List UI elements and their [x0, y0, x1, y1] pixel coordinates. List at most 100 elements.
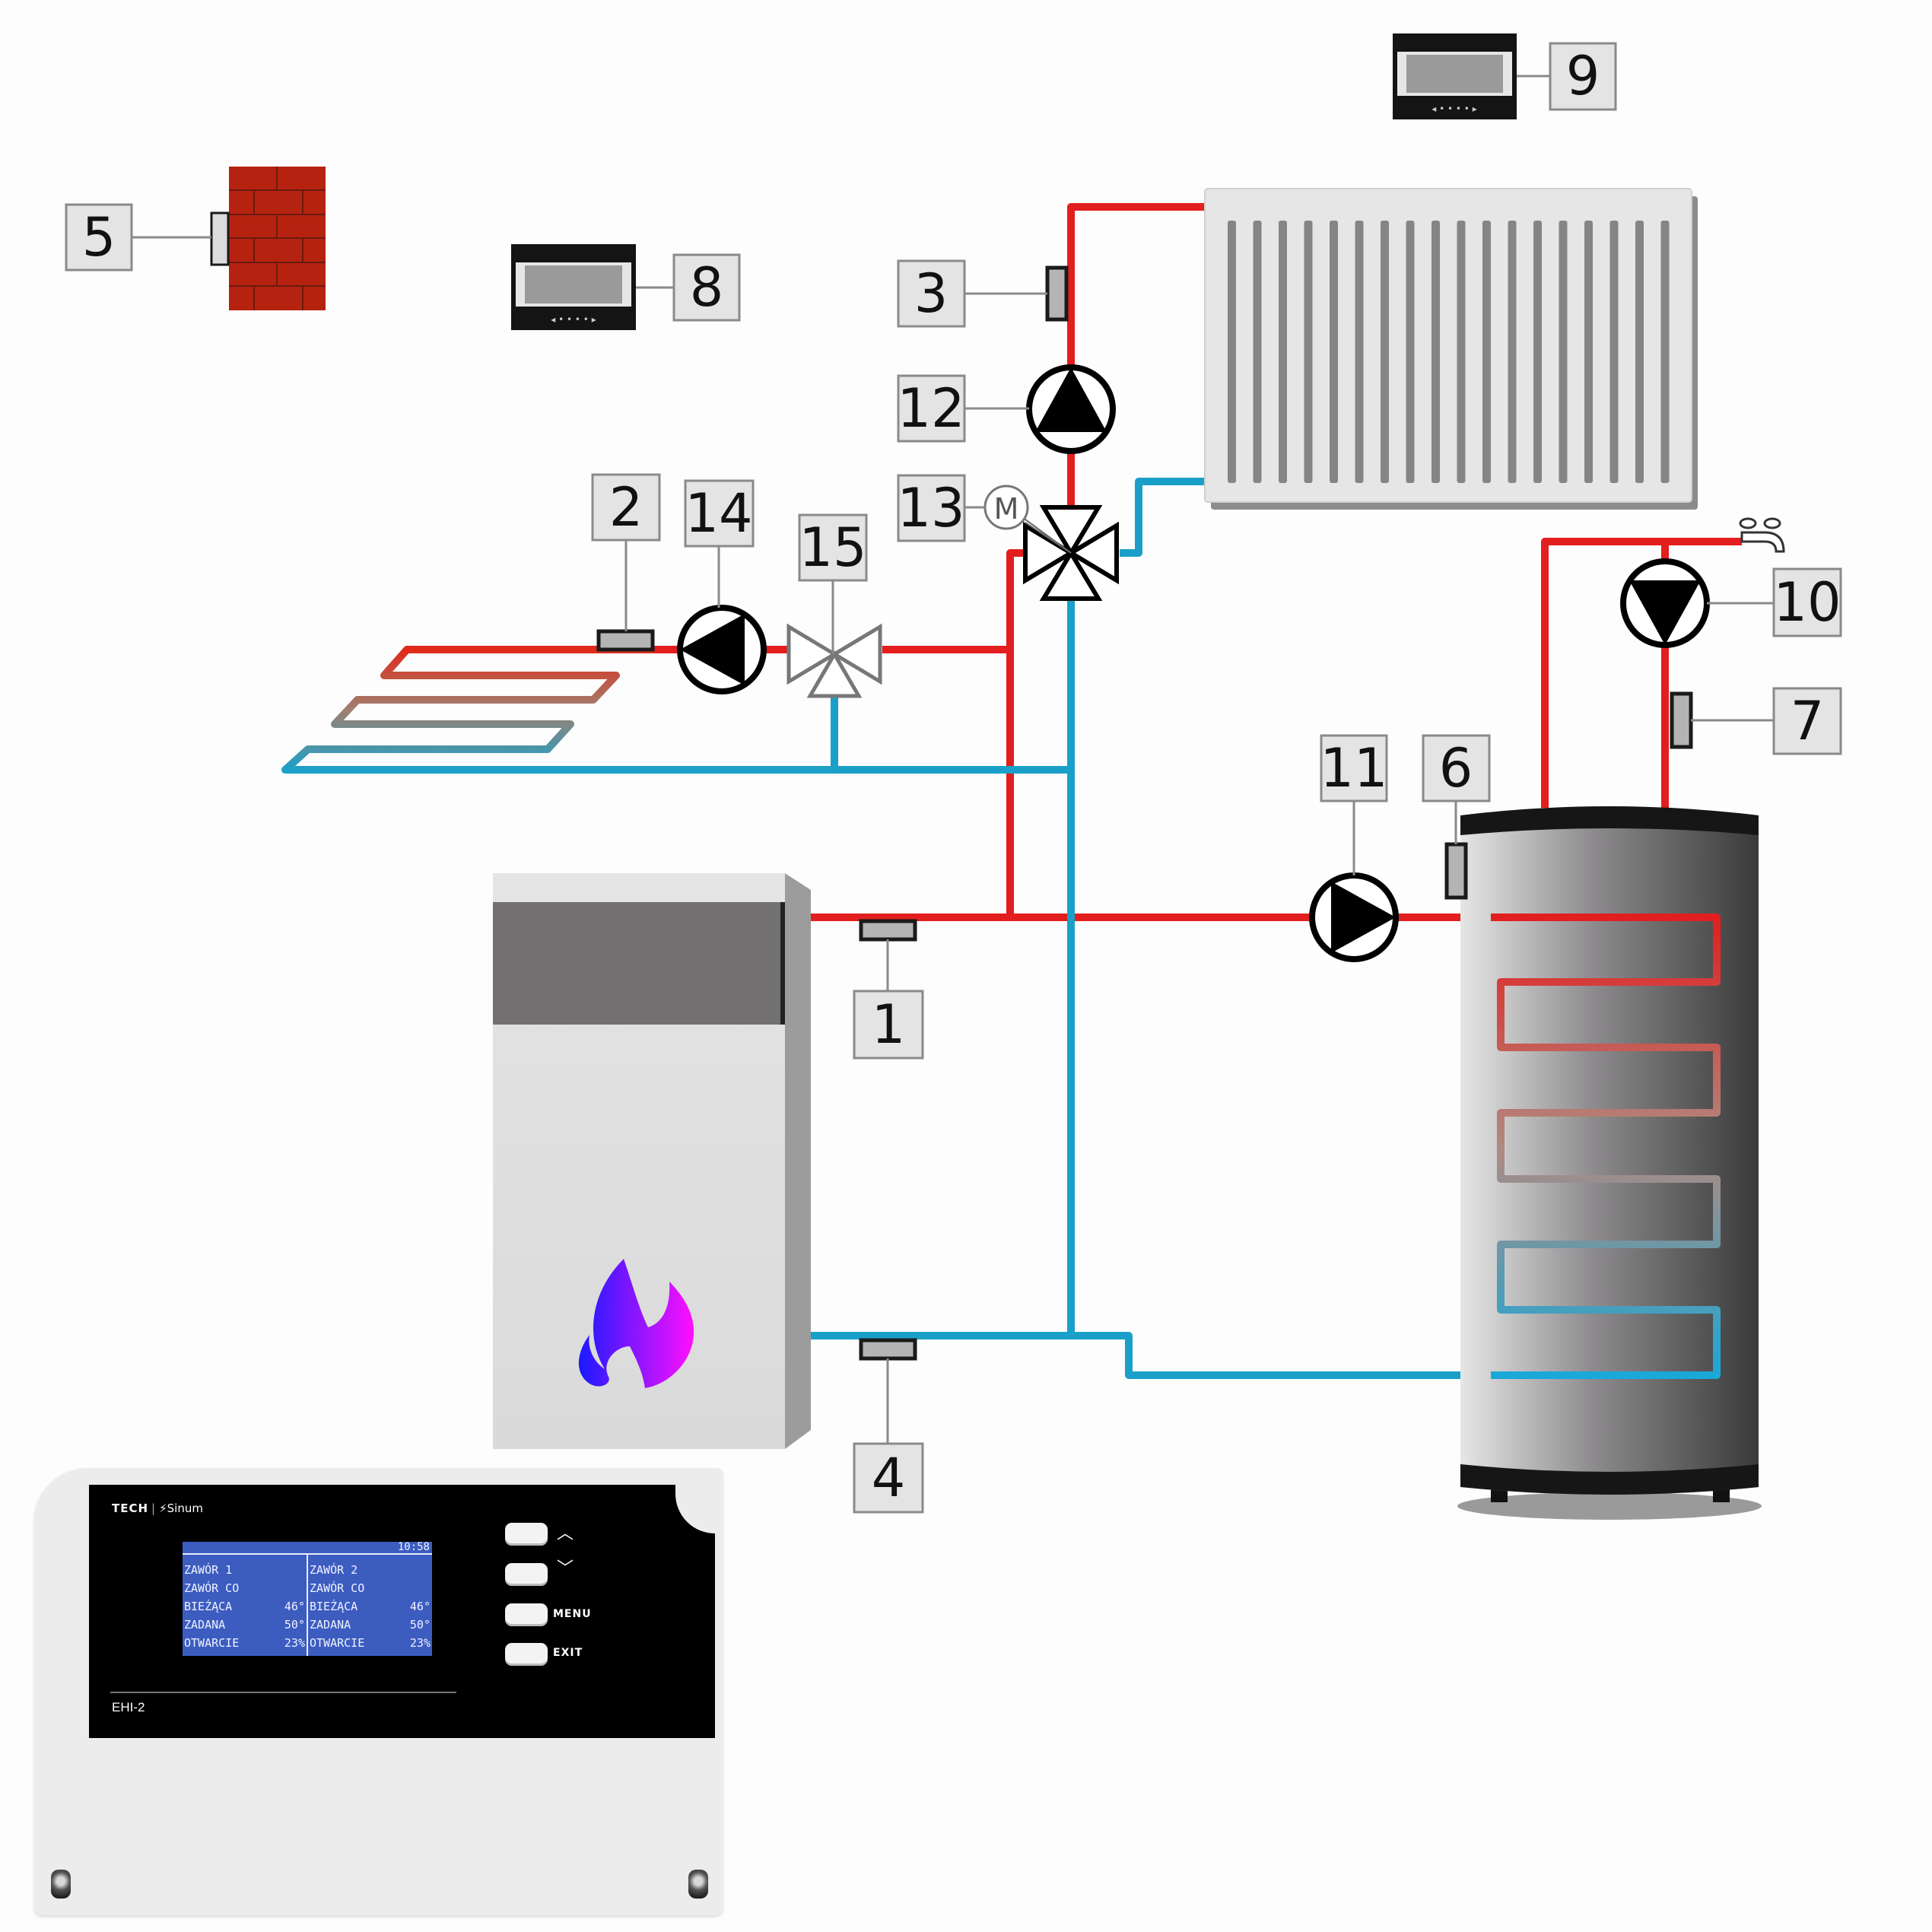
radiator-fin: [1279, 221, 1287, 483]
radiator-return-pipe: [1120, 478, 1205, 557]
lcd-row: ZAWÓR CO: [310, 1581, 365, 1595]
radiator: [1204, 188, 1698, 510]
sensor-1: [859, 919, 917, 942]
up-button[interactable]: [505, 1523, 548, 1546]
svg-text:12: 12: [897, 377, 964, 440]
screw-icon: [51, 1870, 71, 1899]
lcd-clock: 10:58: [183, 1542, 432, 1555]
floor-heating-coil: [281, 646, 834, 774]
menu-button[interactable]: [505, 1603, 548, 1626]
chevron-down-icon: ﹀: [557, 1559, 574, 1578]
radiator-fin: [1533, 221, 1542, 483]
exit-button[interactable]: [505, 1643, 548, 1666]
exit-label: EXIT: [553, 1647, 583, 1659]
hot-water-tank: [1457, 806, 1762, 1520]
sensor-3: [1045, 265, 1069, 322]
valve-13: [1018, 505, 1119, 601]
dhw-outlet-pipe: [1541, 538, 1742, 808]
label-5: 5: [65, 203, 133, 272]
label-11: 11: [1320, 734, 1388, 802]
radiator-fin: [1635, 221, 1644, 483]
svg-text:◂ • • • • ▸: ◂ • • • • ▸: [551, 314, 596, 325]
room-regulator-8: ◂ • • • • ▸: [511, 244, 674, 330]
radiator-fin: [1406, 221, 1415, 483]
svg-text:13: 13: [897, 477, 964, 539]
radiator-fin: [1304, 221, 1313, 483]
lcd-row: ZAWÓR 2: [310, 1563, 358, 1577]
riser-pipe: [1006, 549, 1025, 917]
svg-text:15: 15: [799, 516, 866, 579]
boiler: [493, 873, 811, 1449]
label-1: 1: [853, 990, 924, 1060]
ehi-2-controller: TECH|⚡Sinum 10:58 ZAWÓR 1 ZAWÓR CO BIEŻĄ…: [34, 1468, 723, 1915]
pump-12: [1026, 364, 1116, 454]
radiator-fin: [1355, 221, 1364, 483]
number-labels: 1 2 3 4 5 6 7 8 9 10 11 12 13 14 15: [65, 42, 1842, 1514]
svg-text:1: 1: [872, 993, 906, 1056]
flame-icon: [578, 1259, 694, 1388]
label-12: 12: [897, 374, 966, 443]
tank-coil: [1491, 914, 1721, 1379]
lcd-row: ZAWÓR CO: [184, 1581, 240, 1595]
svg-text:11: 11: [1320, 737, 1387, 799]
radiator-fin: [1660, 221, 1670, 483]
radiator-fin: [1381, 221, 1389, 483]
boiler-return-pipe: [811, 1332, 1502, 1379]
outdoor-wall: [132, 167, 326, 310]
label-15: 15: [798, 513, 868, 582]
svg-text:5: 5: [82, 206, 116, 269]
pump-11: [1309, 872, 1399, 962]
pump-14: [677, 605, 767, 694]
svg-text:7: 7: [1791, 690, 1825, 752]
label-8: 8: [672, 253, 741, 322]
label-6: 6: [1422, 734, 1491, 802]
brand-name: TECH: [112, 1501, 149, 1515]
radiator-fin: [1508, 221, 1517, 483]
valve-15: [786, 623, 882, 698]
screw-icon: [688, 1870, 708, 1899]
down-button[interactable]: [505, 1563, 548, 1586]
svg-text:9: 9: [1566, 45, 1600, 107]
chevron-up-icon: ︿: [557, 1524, 574, 1543]
label-9: 9: [1549, 42, 1617, 111]
radiator-fin: [1457, 221, 1466, 483]
cold-pipes: [811, 478, 1502, 1379]
sensor-4: [859, 1338, 917, 1361]
label-10: 10: [1772, 567, 1842, 637]
radiator-fin: [1228, 221, 1236, 483]
floor-return-pipe: [831, 696, 1071, 774]
svg-text:4: 4: [872, 1447, 906, 1509]
controller-front-panel: TECH|⚡Sinum 10:58 ZAWÓR 1 ZAWÓR CO BIEŻĄ…: [89, 1480, 720, 1738]
label-3: 3: [897, 259, 966, 328]
radiator-fin: [1584, 221, 1593, 483]
lcd-row: ZAWÓR 1: [184, 1563, 233, 1577]
motor-symbol: M: [994, 492, 1019, 526]
outdoor-sensor: [210, 211, 230, 266]
label-4: 4: [853, 1442, 924, 1514]
sensor-7: [1670, 691, 1693, 749]
label-2: 2: [591, 473, 661, 542]
room-regulator-9: ◂ • • • • ▸: [1393, 33, 1550, 119]
radiator-fin: [1609, 221, 1619, 483]
radiator-fin: [1253, 221, 1262, 483]
sensor-2: [596, 629, 655, 652]
radiator-fin: [1559, 221, 1568, 483]
brand-logo: TECH|⚡Sinum: [112, 1501, 203, 1515]
svg-text:8: 8: [690, 256, 724, 319]
hot-pipes: [654, 203, 1742, 921]
brand-sub: ⚡Sinum: [159, 1501, 203, 1515]
motor-actuator: M: [983, 485, 1029, 530]
label-13: 13: [897, 474, 966, 542]
svg-text:2: 2: [609, 476, 643, 539]
svg-text:10: 10: [1773, 571, 1841, 634]
panel-divider: [110, 1692, 456, 1693]
svg-text:6: 6: [1439, 737, 1473, 799]
